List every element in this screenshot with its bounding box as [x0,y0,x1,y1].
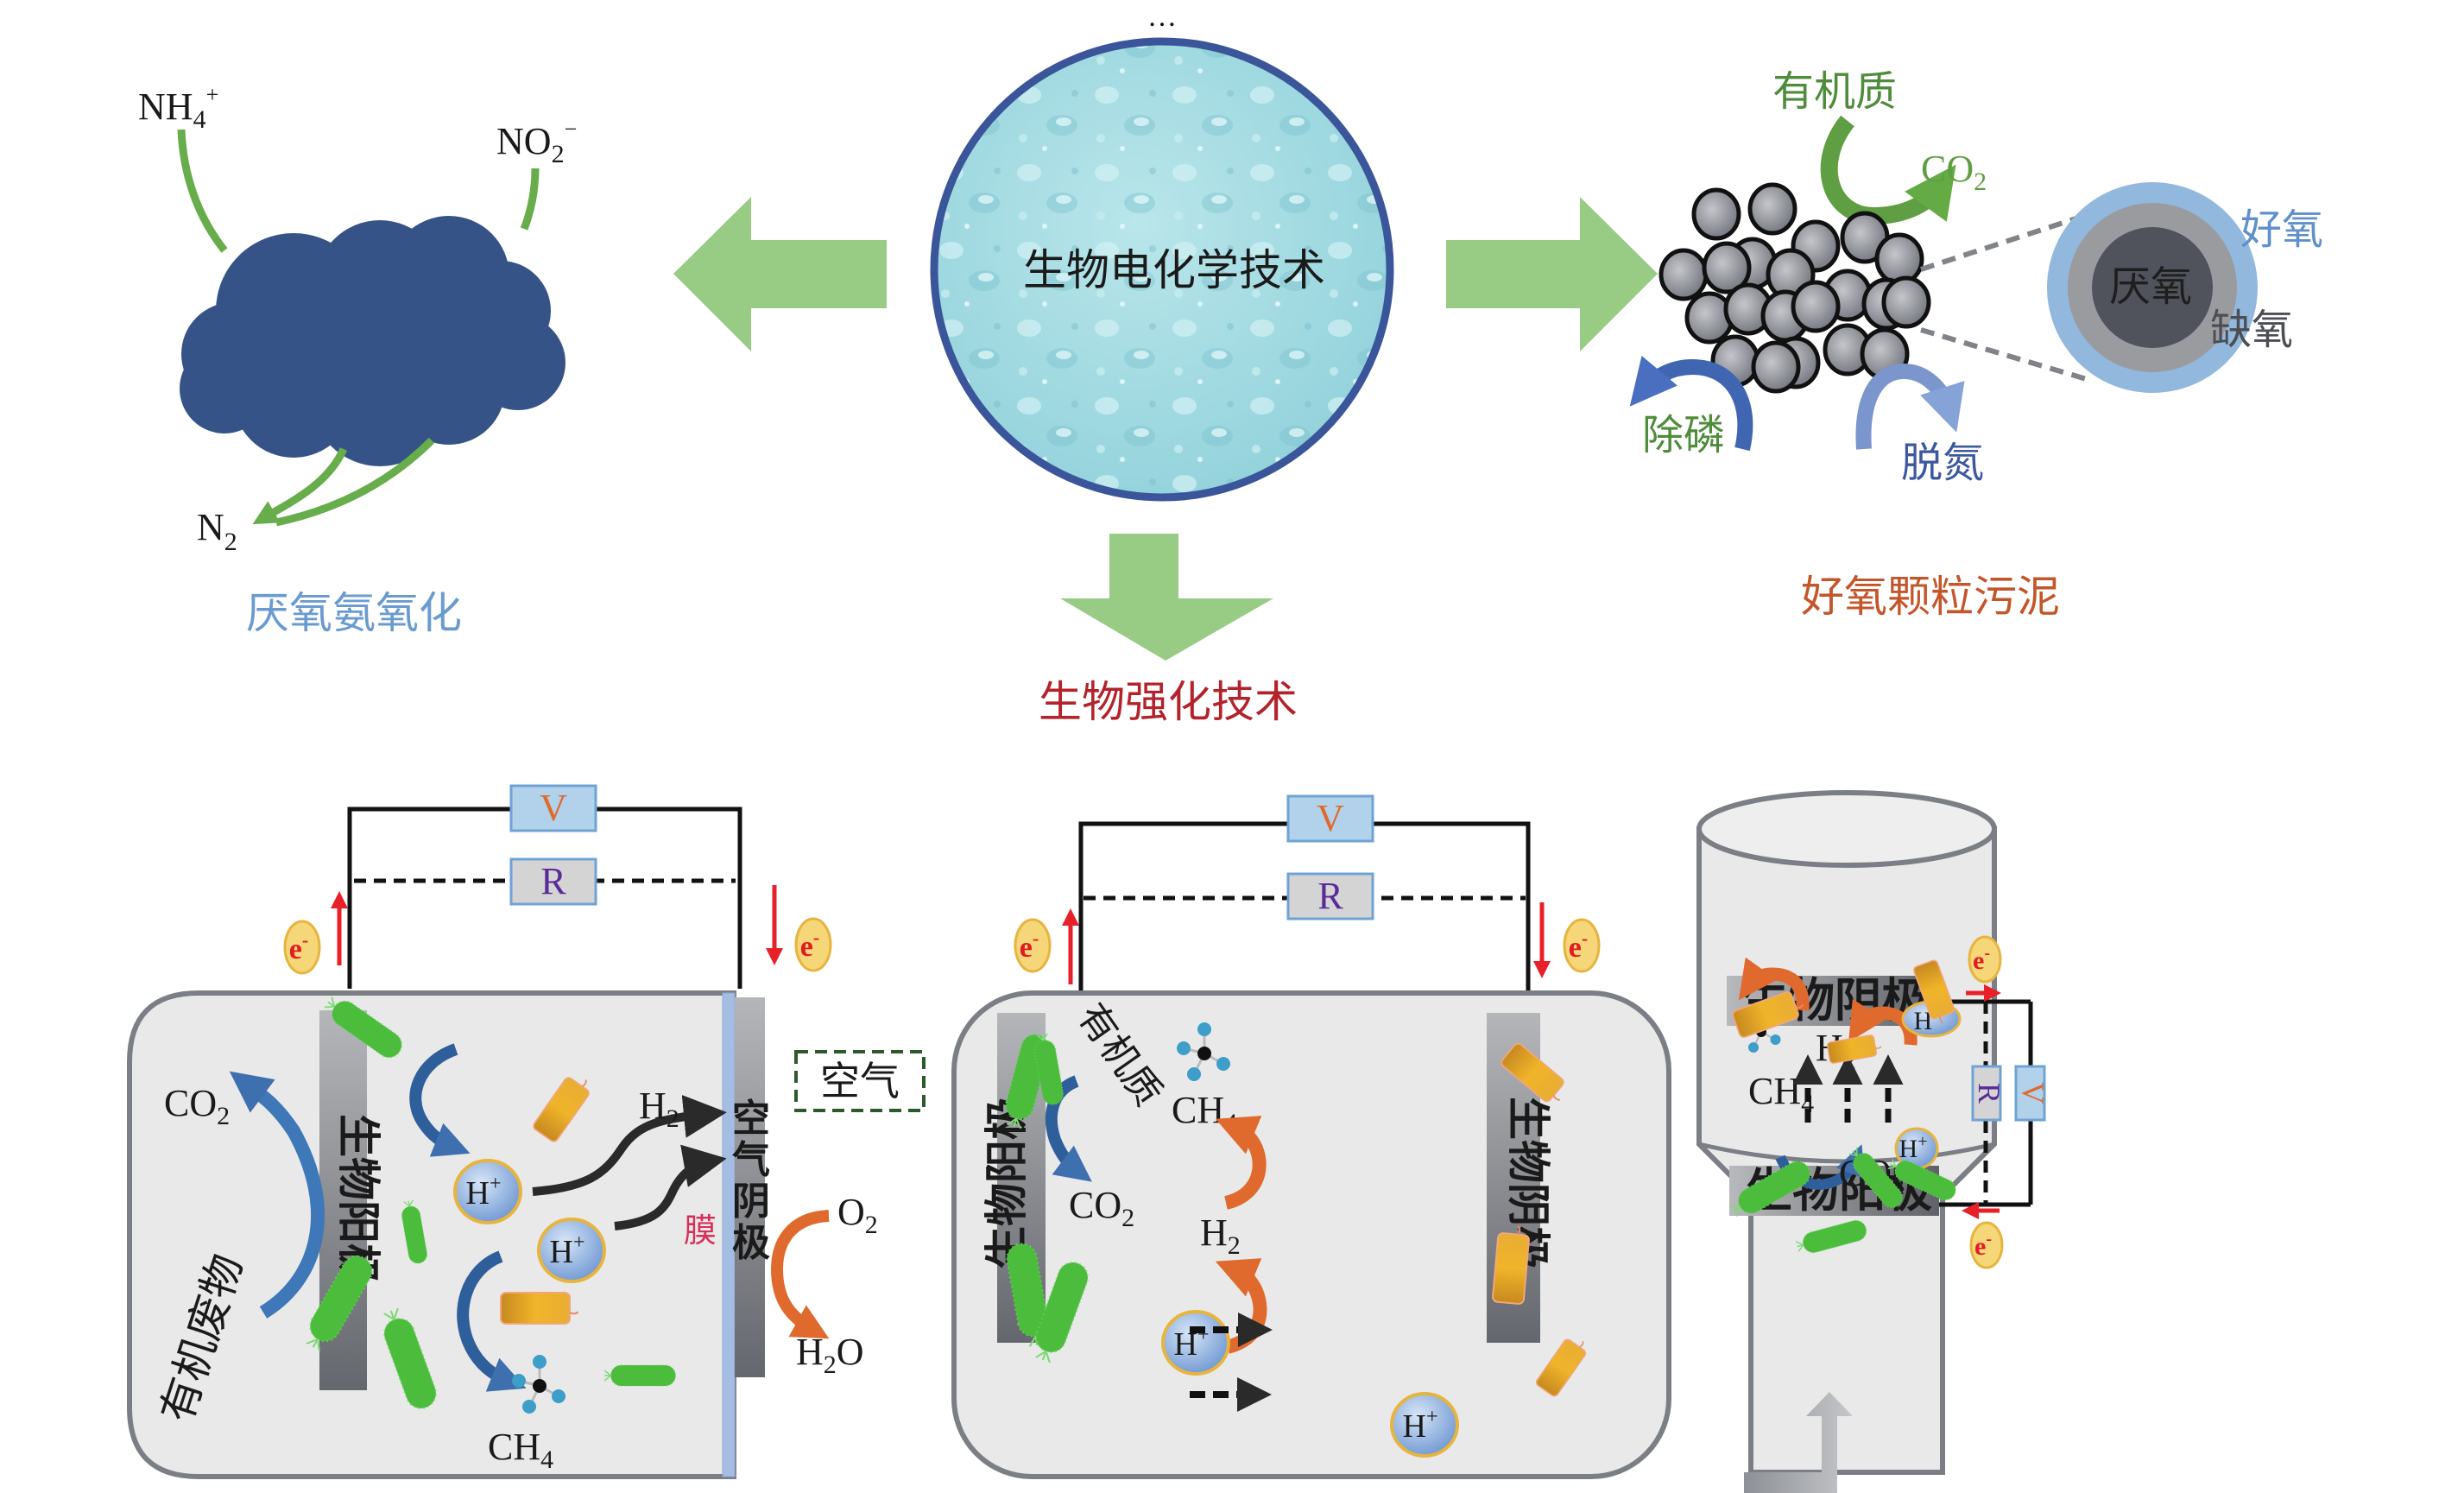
voltage-box [2014,1065,2046,1122]
svg-text:e-: e- [289,929,308,965]
svg-text:e-: e- [800,927,819,963]
electron-badge-right: e- [794,917,832,972]
anammox-cloud-icon [180,216,565,466]
ch4-label: CH4 [488,1426,553,1474]
granule-cross-section [2047,182,2258,393]
air-box [794,1050,926,1112]
co2-label: CO2 [1069,1184,1134,1232]
svg-text:e-: e- [1569,927,1588,964]
denitrification-label: 脱氮 [1901,439,1984,487]
arrow-left [673,197,887,351]
svg-text:H+: H+ [1174,1324,1210,1363]
resistor-label: R [540,860,566,902]
bioaugmentation-caption: 生物强化技术 [1039,677,1298,727]
resistor-box [509,857,597,906]
aerobic-label: 好氧 [2240,206,2323,254]
membrane-label: 膜 [684,1211,717,1249]
svg-text:e-: e- [1973,944,1990,975]
proton-to-cathode-arrow-1 [532,1094,727,1196]
voltage-box [509,784,597,832]
bacterium-yellow-icon [1491,1224,1532,1306]
air-cathode-label: 空气阴极 [732,1097,770,1265]
no2-label: NO2− [496,117,577,168]
granular-sludge-caption: 好氧颗粒污泥 [1801,572,2060,622]
h2o-label: H2O [796,1331,864,1379]
electron-badge-top: e- [1968,935,2002,984]
nh4-label: NH4+ [138,82,218,134]
svg-text:H+: H+ [466,1173,502,1211]
electron-badge-bottom: e- [1969,1221,2004,1269]
voltage-label: V [1317,797,1344,839]
proton-badge-1: H+ [453,1159,522,1224]
organic-matter-label: 有机质 [1772,67,1897,116]
anammox-panel: NH4+ NO2− N2 厌氧氨氧化 [138,82,577,638]
arrow-down [1060,534,1273,661]
resistor-box [1286,872,1374,920]
organic-to-co2-arc [229,1071,325,1319]
svg-text:H+: H+ [1899,1132,1928,1163]
granule-cluster-icon [1658,182,1931,394]
panel-cylindrical-reactor: 生物阴极 生物阳极 R V e- e- CH4 H2 [1696,790,2050,1493]
denitrification-arrow [1855,363,1965,450]
h2-label: H2 [1200,1211,1241,1260]
phosphorus-removal-arrow [1629,355,1753,452]
bacterium-yellow-icon [500,1292,578,1325]
reactor-body [951,990,1671,1479]
zoom-line-top [1920,212,2090,272]
proton-to-cathode-arrow-2 [614,1144,727,1230]
co2-label: CO2 [164,1082,230,1130]
arrow-right [1446,197,1658,351]
air-label: 空气 [820,1058,900,1104]
proton-badge-2: H+ [537,1218,606,1283]
panel-air-cathode-mfc: V R e- e- 生物阳极 空气阴极 膜 空气 有机废物 CO2 [127,784,926,1479]
svg-text:e-: e- [1974,1230,1992,1261]
h2-to-methane-arrow [1215,1116,1267,1210]
o2-label: O2 [837,1191,878,1239]
oxygen-reduction-arrow [770,1210,830,1339]
phosphorus-removal-label: 除磷 [1642,411,1725,459]
air-cathode [735,997,765,1377]
electron-badge-right: e- [1563,918,1601,973]
voltage-label: V [2016,1082,2050,1104]
zoom-line-bottom [1920,327,2090,383]
anode-to-proton-arrow [409,1043,471,1157]
n2-outflow-line-a [252,447,348,525]
center-technology: … 生物电化学技术 生物强化技术 [673,1,1658,727]
no2-inflow-line [520,168,540,231]
anoxic-label: 缺氧 [2210,306,2293,354]
reactor-top [1696,790,1997,868]
anaerobic-core [2092,227,2213,348]
svg-text:H+: H+ [1403,1406,1438,1445]
bacterium-green-icon [604,1364,677,1387]
electron-badge-left: e- [1014,918,1052,973]
ellipsis: … [1147,1,1177,33]
anammox-caption: 厌氧氨氧化 [246,588,462,638]
reactor-body [1696,826,1997,1475]
resistor-label: R [1972,1083,2006,1104]
co2-label: CO2 [1921,148,1987,196]
resistor-box [1971,1065,2002,1122]
nh4-inflow-line [177,129,228,253]
bioelectrochemical-circle [930,37,1394,502]
to-methane-arrow [457,1250,527,1392]
bio-anode-label: 生物阳极 [981,1097,1032,1269]
inlet-pipe [1744,1392,1853,1493]
h2-label: H2 [639,1085,679,1133]
electron-badge-left: e- [283,920,321,975]
resistor-label: R [1317,875,1343,917]
svg-text:H+: H+ [550,1231,585,1270]
voltage-box [1286,794,1374,843]
anaerobic-label: 厌氧 [2109,263,2192,311]
svg-text:e-: e- [1020,927,1039,964]
panel-biocathode-mec: V R e- e- 生物阳极 生物阴极 有机质 CO2 CH4 H2 [951,794,1671,1479]
methanogenesis-arc [1738,957,1810,1011]
n2-outflow-line-b [275,437,435,527]
center-title: 生物电化学技术 [1023,245,1325,295]
voltage-label: V [540,787,567,829]
granular-sludge-panel: 有机质 CO2 [1629,67,2323,622]
proton-badge-2: H+ [1390,1392,1459,1458]
proton-badge-1: H+ [1161,1310,1230,1376]
n2-label: N2 [197,506,237,556]
